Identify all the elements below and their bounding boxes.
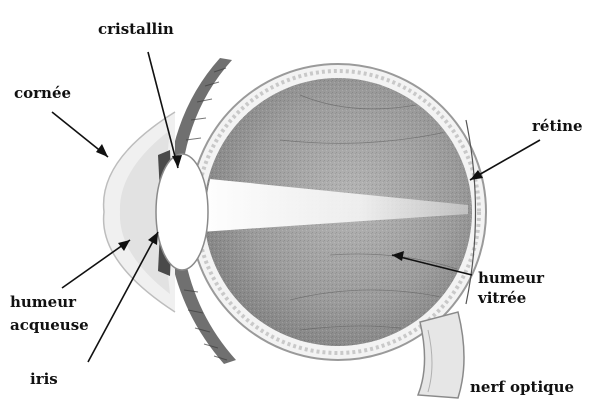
- label-humeur-aqueuse-line1: humeur: [10, 293, 77, 311]
- label-iris: iris: [30, 370, 58, 388]
- label-humeur-aqueuse-line2: acqueuse: [10, 316, 89, 334]
- optic-nerve: [418, 312, 464, 398]
- label-nerf-optique: nerf optique: [470, 378, 574, 396]
- lens: [156, 154, 208, 270]
- label-humeur-vitree-line1: humeur: [478, 269, 545, 287]
- label-retine: rétine: [532, 117, 583, 135]
- label-cristallin: cristallin: [98, 20, 174, 38]
- label-humeur-vitree-line2: vitrée: [477, 289, 526, 307]
- label-cornee: cornée: [14, 84, 71, 102]
- pointer-cornee-arrowhead: [96, 144, 108, 157]
